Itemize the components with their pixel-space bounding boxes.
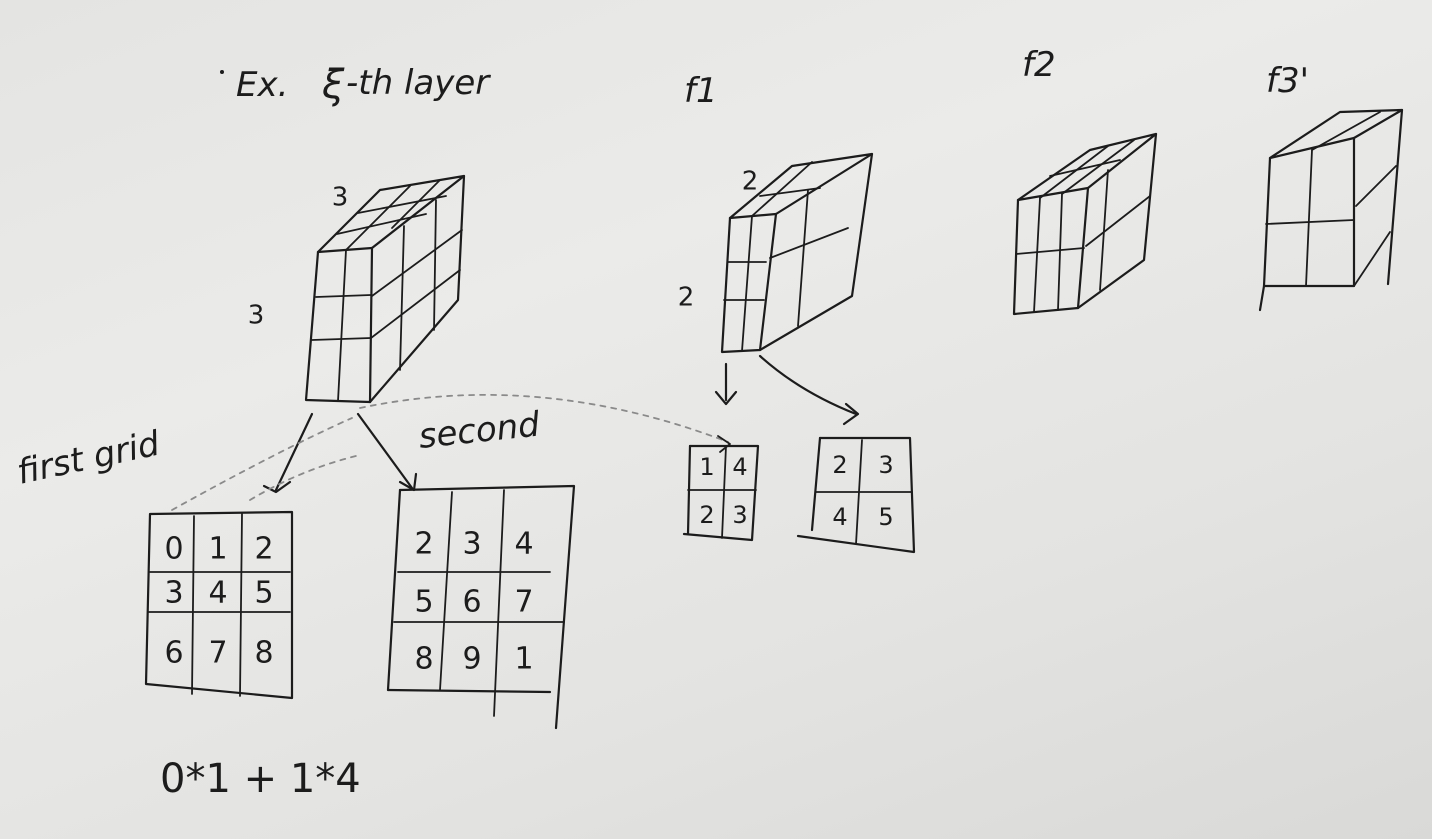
arrow-to-first-grid	[274, 412, 314, 492]
first-grid-cell-1-0: 3	[164, 576, 183, 611]
input-depth-label: 3	[332, 183, 349, 213]
first-grid-cell-0-1: 1	[208, 532, 227, 567]
first-grid-cell-2-0: 6	[164, 636, 183, 671]
arrow-to-second-grid	[356, 412, 414, 490]
f1-height-label: 2	[678, 283, 695, 313]
dashed-link-2	[249, 455, 357, 501]
title-prefix: Ex.	[236, 65, 288, 105]
layer-symbol: ξ	[321, 62, 345, 108]
second-grid-cell-0-2: 4	[514, 527, 533, 562]
arrow-head-f1-slice1	[714, 390, 738, 406]
dashed-link-1	[171, 417, 353, 511]
f1-slice1-cell-0-0: 1	[699, 453, 714, 481]
first-grid-cell-1-1: 4	[208, 576, 227, 611]
f1-slice1-cell-0-1: 4	[732, 453, 747, 481]
dot-product-formula: 0*1 + 1*4	[160, 756, 361, 802]
f1-slice2-cell-1-1: 5	[878, 503, 893, 531]
first-grid-cell-2-1: 7	[208, 636, 227, 671]
second-grid-cell-0-0: 2	[414, 527, 433, 562]
filter-f1-label: f1	[684, 71, 718, 111]
f1-slice2-cell-0-1: 3	[878, 451, 893, 479]
input-volume: 3 3	[248, 174, 466, 404]
f1-slice2-cell-1-0: 4	[832, 503, 847, 531]
title: Ex. ξ -th layer	[220, 62, 491, 108]
arrow-head-first	[262, 480, 292, 494]
filter-f1-volume: 2 2	[678, 152, 874, 354]
second-grid-cell-2-1: 9	[462, 642, 481, 677]
filter-f2-label: f2	[1022, 45, 1056, 85]
f1-depth-label: 2	[742, 167, 759, 197]
first-grid-cell-0-0: 0	[164, 532, 183, 567]
f1-slice1-cell-1-1: 3	[732, 501, 747, 529]
dashed-arrow-head	[717, 435, 731, 453]
first-grid-cell-1-2: 5	[254, 576, 273, 611]
filter-f3-volume	[1258, 108, 1404, 312]
second-grid-cell-0-1: 3	[462, 527, 481, 562]
second-grid-cell-2-0: 8	[414, 642, 433, 677]
second-grid-label: second	[417, 404, 542, 456]
second-grid-cell-1-1: 6	[462, 585, 481, 620]
f1-slice2-grid: 2 3 4 5	[796, 436, 916, 554]
arrow-f1-slice2	[758, 354, 858, 416]
arrow-head-f1-slice2	[842, 402, 860, 426]
first-grid-cell-2-2: 8	[254, 636, 273, 671]
input-height-label: 3	[248, 301, 265, 331]
second-grid-cell-1-2: 7	[514, 585, 533, 620]
f1-slice1-cell-1-0: 2	[699, 501, 714, 529]
second-grid-cell-2-2: 1	[514, 642, 533, 677]
filter-f3-label: f3'	[1266, 61, 1309, 101]
dashed-link-f1	[359, 393, 729, 443]
f1-slice2-cell-0-0: 2	[832, 451, 847, 479]
first-grid-label: first grid	[14, 424, 164, 493]
filter-f2-volume	[1012, 132, 1158, 316]
first-grid-cell-0-2: 2	[254, 532, 273, 567]
layer-text: -th layer	[346, 63, 491, 103]
second-grid-cell-1-0: 5	[414, 585, 433, 620]
